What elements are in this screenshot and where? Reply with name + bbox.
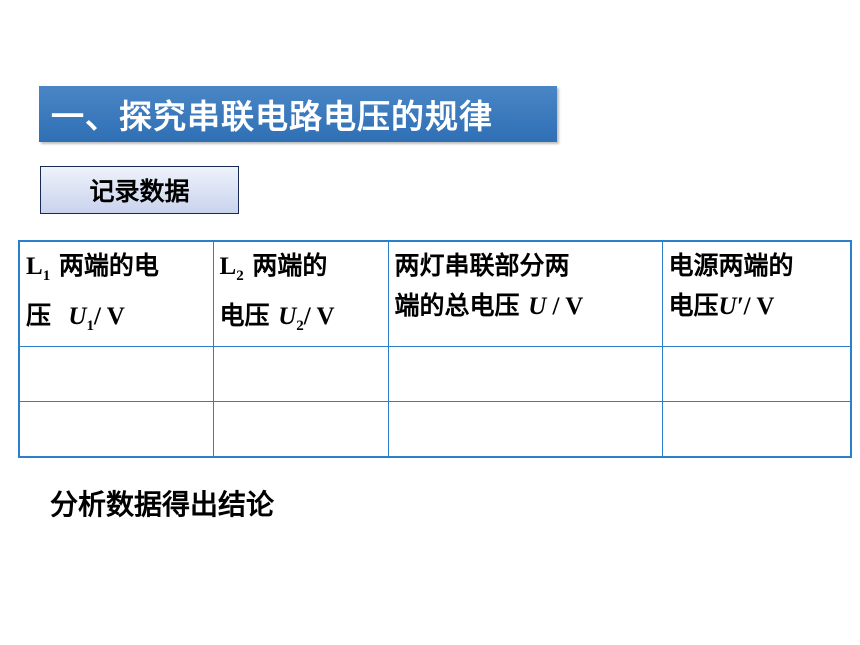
header-cell-u2: L2 两端的 电压 U2/ V bbox=[212, 240, 389, 347]
header-cell-total-u: 两灯串联部分两 端的总电压 U / V bbox=[387, 240, 663, 347]
table-cell bbox=[387, 401, 663, 457]
table-cell bbox=[212, 401, 389, 457]
header-cell-source-u: 电源两端的 电压U′/ V bbox=[661, 240, 852, 347]
conclusion-prompt: 分析数据得出结论 bbox=[50, 488, 275, 521]
table-row bbox=[18, 346, 852, 402]
table-header-row: L1 两端的电 压 U1/ V L2 两端的 电压 U2/ V 两灯串联部分两 … bbox=[18, 240, 852, 347]
table-cell bbox=[661, 346, 852, 402]
table-row bbox=[18, 401, 852, 457]
table-cell bbox=[212, 346, 389, 402]
table-cell bbox=[387, 346, 663, 402]
table-cell bbox=[661, 401, 852, 457]
record-data-label: 记录数据 bbox=[40, 166, 239, 214]
table-cell bbox=[18, 401, 214, 457]
voltage-data-table: L1 两端的电 压 U1/ V L2 两端的 电压 U2/ V 两灯串联部分两 … bbox=[18, 240, 852, 458]
section-title: 一、探究串联电路电压的规律 bbox=[39, 86, 557, 142]
table-cell bbox=[18, 346, 214, 402]
header-cell-u1: L1 两端的电 压 U1/ V bbox=[18, 240, 214, 347]
